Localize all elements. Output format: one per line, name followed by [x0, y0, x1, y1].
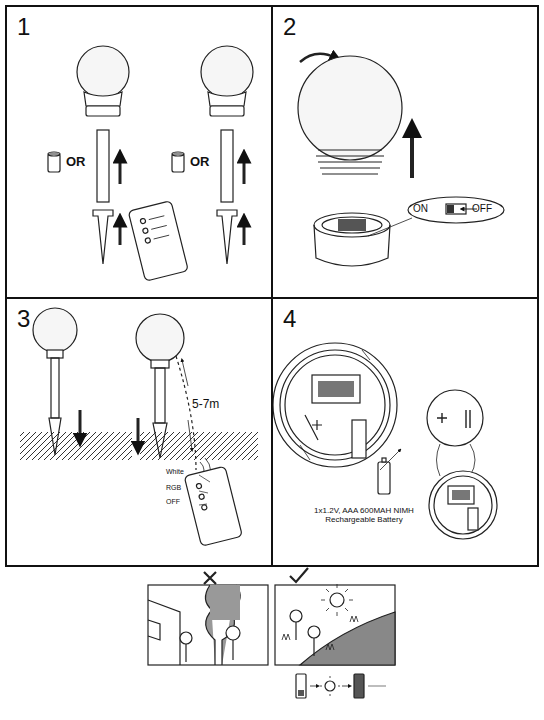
step-number: 4 — [283, 307, 296, 331]
step-number: 2 — [283, 15, 296, 39]
installation — [20, 308, 258, 546]
step-number: 1 — [17, 15, 30, 39]
charging-icons — [296, 674, 386, 698]
step-panel: 2 — [271, 5, 539, 299]
step-panel: 1 — [5, 5, 273, 299]
globe-assembly — [298, 54, 504, 266]
step-number: 3 — [17, 307, 30, 331]
button-label: RGB — [166, 484, 198, 492]
step-panel: 3 — [5, 297, 273, 567]
lamp-parts — [172, 46, 253, 264]
or-label: OR — [66, 155, 96, 170]
right-placement — [275, 568, 395, 665]
wrong-placement — [148, 572, 268, 665]
or-label: OR — [190, 155, 220, 170]
button-label: OFF — [166, 498, 198, 506]
step-panel: 4 — [271, 297, 539, 567]
distance-label: 5-7m — [192, 398, 236, 412]
button-label: White — [166, 468, 198, 476]
battery-compartment — [273, 343, 497, 539]
lamp-parts — [48, 46, 188, 281]
switch-label: ON — [413, 203, 435, 215]
battery-spec: 1x1.2V, AAA 600MAH NIMH Rechargeable Bat… — [300, 506, 428, 524]
switch-label: OFF — [472, 203, 500, 215]
